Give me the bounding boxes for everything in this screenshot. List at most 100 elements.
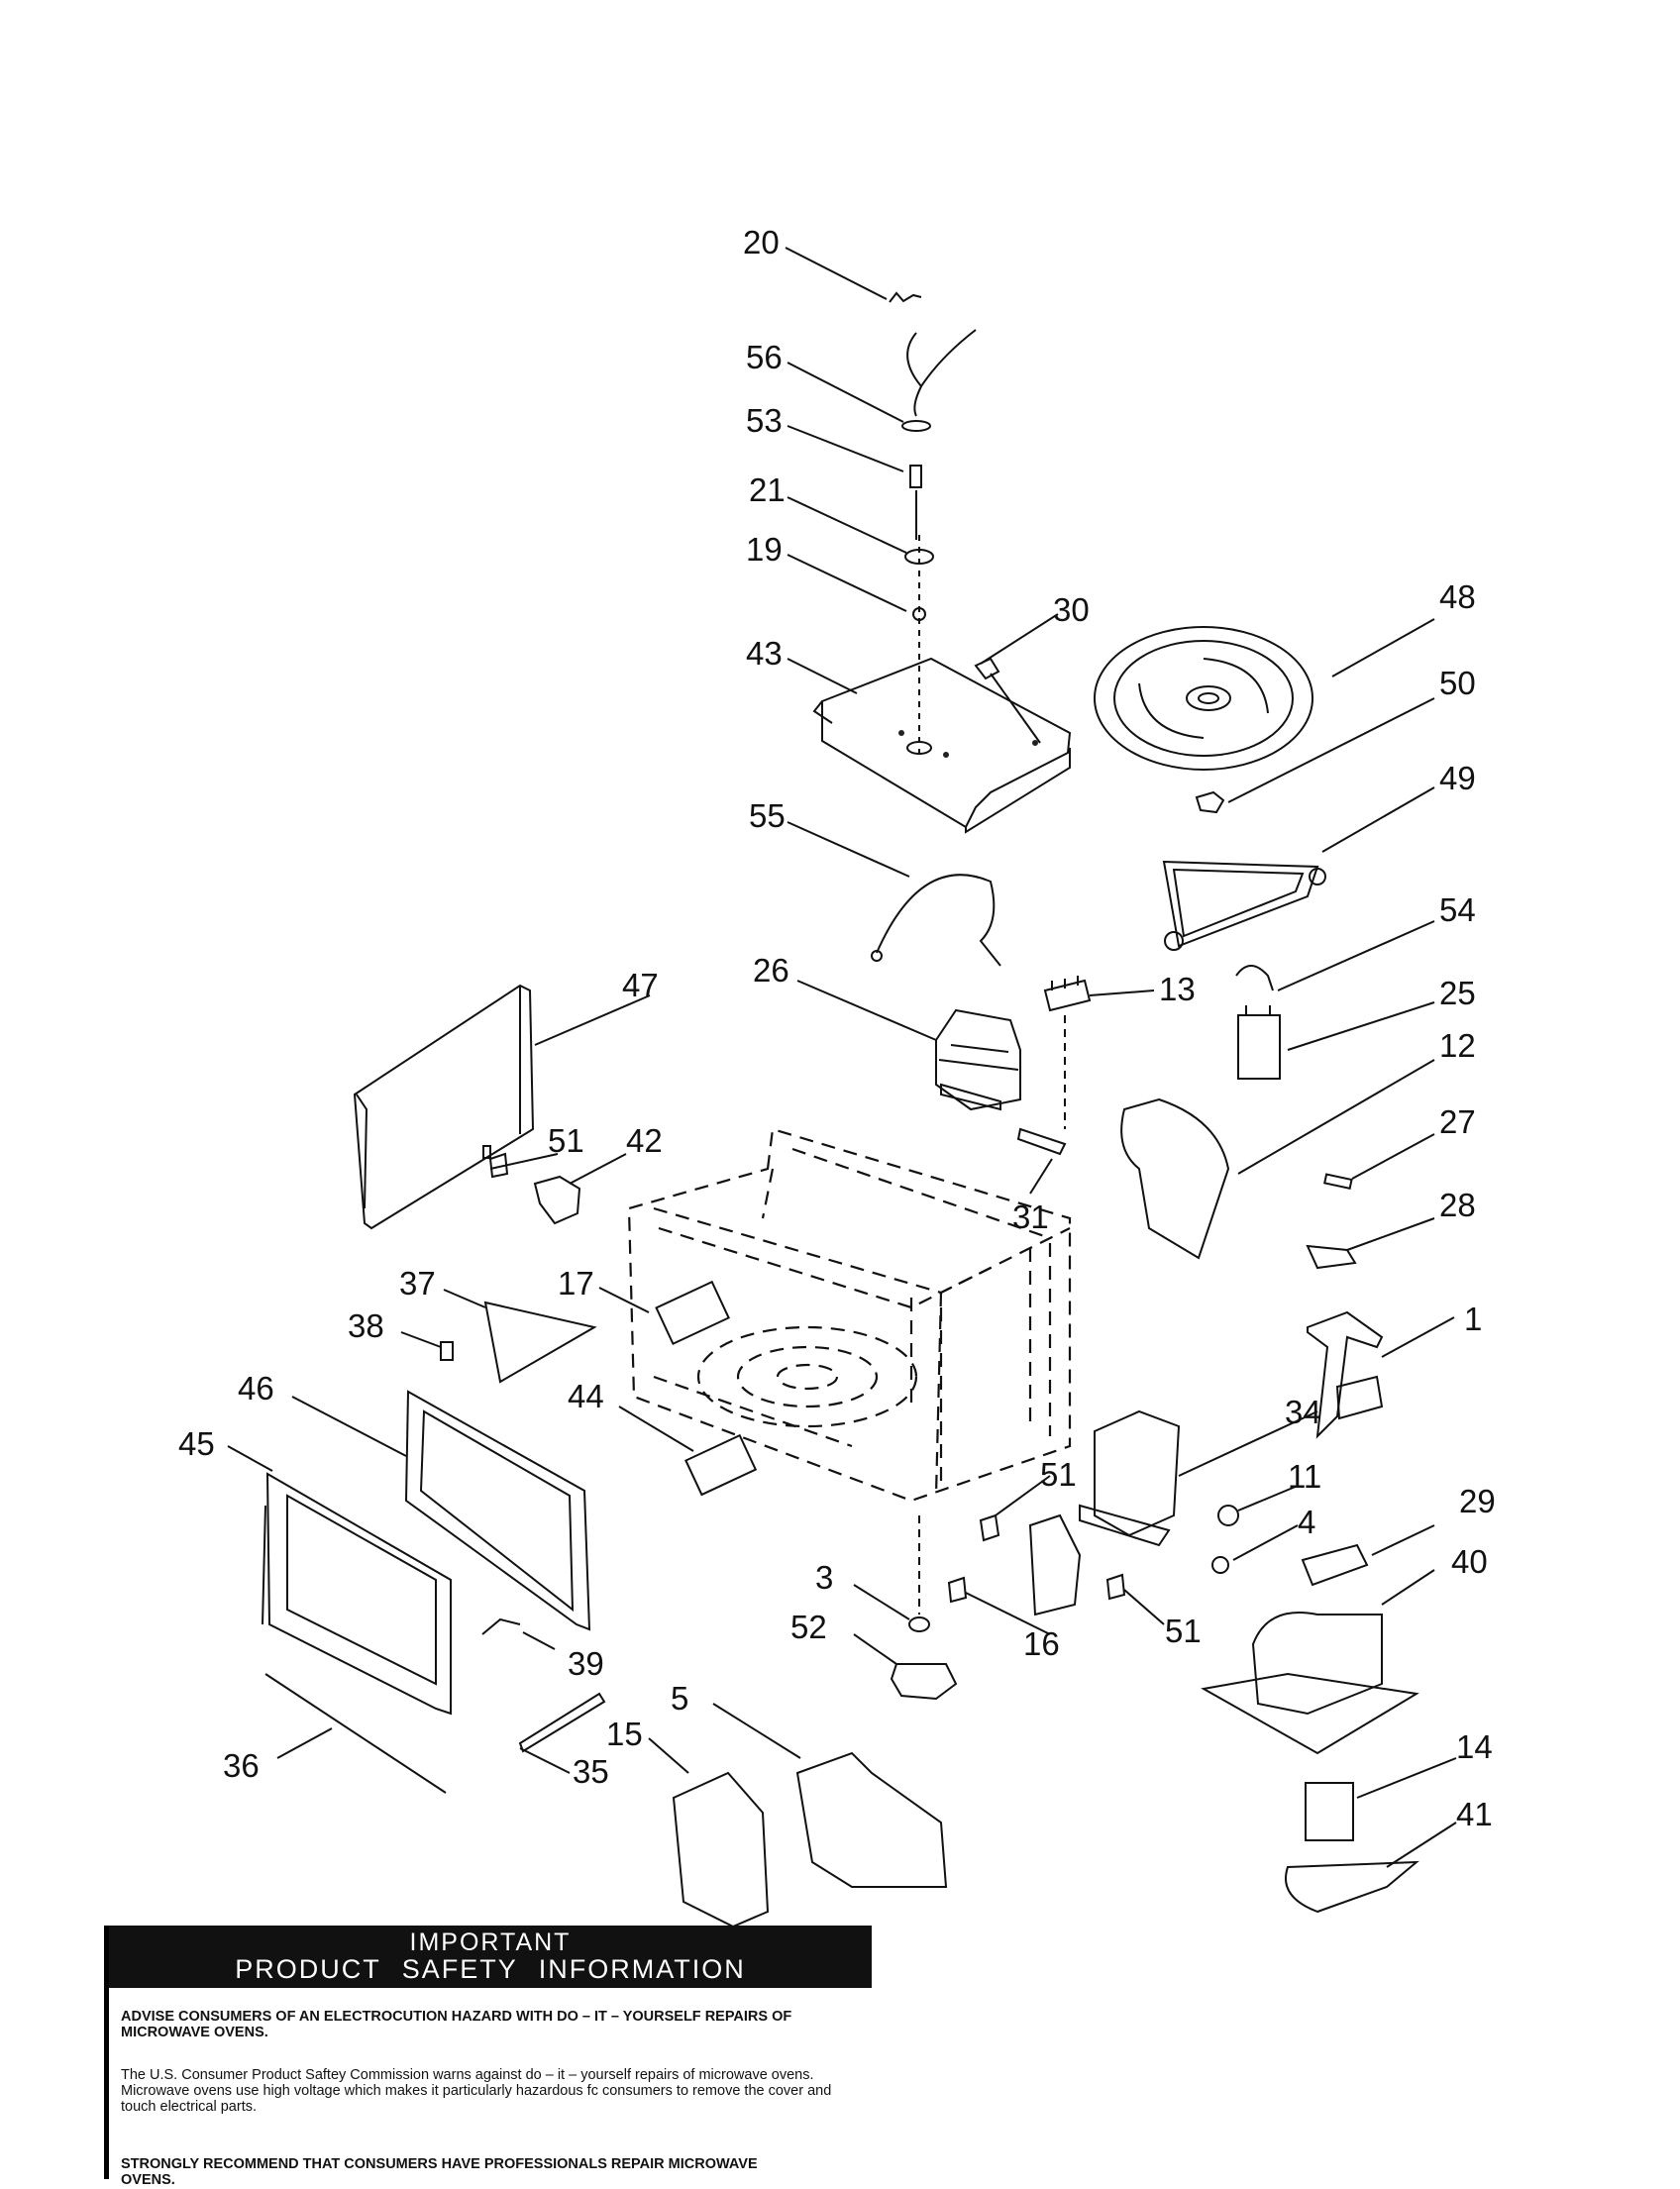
part-lead-wire	[889, 291, 977, 753]
part-41-shroud	[1285, 1860, 1419, 1914]
part-55-harness	[876, 874, 1001, 967]
callout-53: 53	[746, 402, 783, 439]
safety-title-line1: IMPORTANT	[409, 1928, 572, 1956]
part-42-actuator	[533, 1175, 581, 1225]
callout-labels: 20 56 53 21 19 30 43 48 50 49 55 54 26 1…	[178, 224, 1496, 1832]
callout-34: 34	[1285, 1394, 1321, 1430]
callout-4: 4	[1298, 1504, 1315, 1540]
callout-25: 25	[1439, 975, 1476, 1011]
part-47-panel	[353, 984, 535, 1230]
part-51-switch-lower-b	[1105, 1573, 1126, 1601]
callout-19: 19	[746, 531, 783, 568]
callout-16: 16	[1023, 1625, 1060, 1662]
part-31-fuse	[1016, 1127, 1067, 1156]
callout-40: 40	[1451, 1543, 1488, 1580]
part-3-bushing	[908, 1616, 930, 1632]
callout-30: 30	[1053, 591, 1090, 628]
callout-45: 45	[178, 1425, 215, 1462]
part-27-diode	[1323, 1173, 1353, 1190]
part-11-nut	[1217, 1505, 1239, 1526]
safety-body: The U.S. Consumer Product Saftey Commiss…	[121, 2067, 832, 2116]
callout-35: 35	[573, 1753, 609, 1790]
callout-26: 26	[753, 952, 789, 989]
safety-header: IMPORTANT PRODUCT SAFETY INFORMATION	[109, 1926, 872, 1988]
callout-27: 27	[1439, 1103, 1476, 1140]
part-35-rod	[518, 1692, 606, 1753]
part-turntable-tray	[1094, 626, 1313, 771]
callout-15: 15	[606, 1716, 643, 1752]
part-16-switch-bracket	[1028, 1513, 1082, 1616]
part-28-bracket	[1306, 1244, 1357, 1270]
callout-36: 36	[223, 1747, 260, 1784]
callout-47: 47	[622, 967, 659, 1003]
part-17-plate	[655, 1280, 730, 1345]
part-29-cutout	[1301, 1543, 1369, 1587]
part-51-switch-lower-a	[979, 1513, 1000, 1542]
part-46-door-frame	[404, 1390, 591, 1631]
callout-42: 42	[626, 1122, 663, 1159]
part-50-coupler	[1195, 790, 1225, 814]
oven-cavity	[627, 1127, 1072, 1503]
callout-54: 54	[1439, 891, 1476, 928]
part-38-clip	[440, 1341, 454, 1361]
callout-52: 52	[790, 1609, 827, 1645]
part-16-switch	[947, 1576, 968, 1604]
part-5-duct	[795, 1751, 948, 1888]
part-45-door	[262, 1472, 452, 1716]
part-36-spring	[264, 1673, 447, 1794]
callout-44: 44	[568, 1378, 604, 1414]
part-1-bracket	[1307, 1310, 1384, 1439]
safety-advise: ADVISE CONSUMERS OF AN ELECTROCUTION HAZ…	[121, 2008, 792, 2040]
callout-50: 50	[1439, 665, 1476, 701]
part-transformer	[935, 1008, 1021, 1111]
callout-29: 29	[1459, 1483, 1496, 1519]
callout-51-c: 51	[1165, 1613, 1202, 1649]
part-14-fan-blade	[1305, 1782, 1354, 1841]
part-55-terminal	[871, 950, 883, 962]
part-15-duct	[672, 1771, 770, 1928]
safety-notice: IMPORTANT PRODUCT SAFETY INFORMATION ADV…	[104, 1926, 872, 2188]
callout-37: 37	[399, 1265, 436, 1302]
part-13-terminal	[1043, 976, 1092, 1012]
callout-39: 39	[568, 1645, 604, 1682]
callout-46: 46	[238, 1370, 274, 1407]
part-39-link	[481, 1617, 521, 1635]
safety-title-line2: PRODUCT SAFETY INFORMATION	[235, 1954, 746, 1985]
part-52-motor	[890, 1663, 958, 1701]
part-37-plate	[483, 1301, 597, 1384]
part-44-plate	[684, 1433, 758, 1497]
callout-5: 5	[671, 1680, 688, 1717]
callout-51-b: 51	[1040, 1456, 1077, 1493]
part-34-transformer	[1079, 1409, 1181, 1547]
callout-14: 14	[1456, 1728, 1493, 1765]
safety-recommend: STRONGLY RECOMMEND THAT CONSUMERS HAVE P…	[121, 2156, 758, 2189]
part-capacitor	[1237, 1005, 1281, 1080]
callout-56: 56	[746, 339, 783, 375]
callout-21: 21	[749, 471, 786, 508]
callout-20: 20	[743, 224, 780, 261]
part-40-fan-housing	[1201, 1612, 1419, 1755]
callout-49: 49	[1439, 760, 1476, 796]
callout-1: 1	[1464, 1301, 1482, 1337]
leader-lines	[227, 247, 1457, 1868]
callout-55: 55	[749, 797, 786, 834]
callout-41: 41	[1456, 1796, 1493, 1832]
part-12-air-guide	[1120, 1097, 1230, 1260]
callout-48: 48	[1439, 578, 1476, 615]
callout-31: 31	[1012, 1199, 1049, 1235]
callout-28: 28	[1439, 1187, 1476, 1223]
part-4-screw	[1211, 1556, 1229, 1574]
callout-51-a: 51	[548, 1122, 584, 1159]
part-54-clip	[1235, 965, 1274, 991]
callout-3: 3	[815, 1559, 833, 1596]
callout-17: 17	[558, 1265, 594, 1302]
callout-43: 43	[746, 635, 783, 672]
callout-11: 11	[1288, 1458, 1321, 1495]
callout-38: 38	[348, 1307, 384, 1344]
part-mounting-plate	[812, 657, 1072, 834]
callout-12: 12	[1439, 1027, 1476, 1064]
part-roller-ring	[1162, 860, 1326, 951]
part-51-switch-upper	[488, 1152, 509, 1179]
callout-13: 13	[1159, 971, 1196, 1007]
